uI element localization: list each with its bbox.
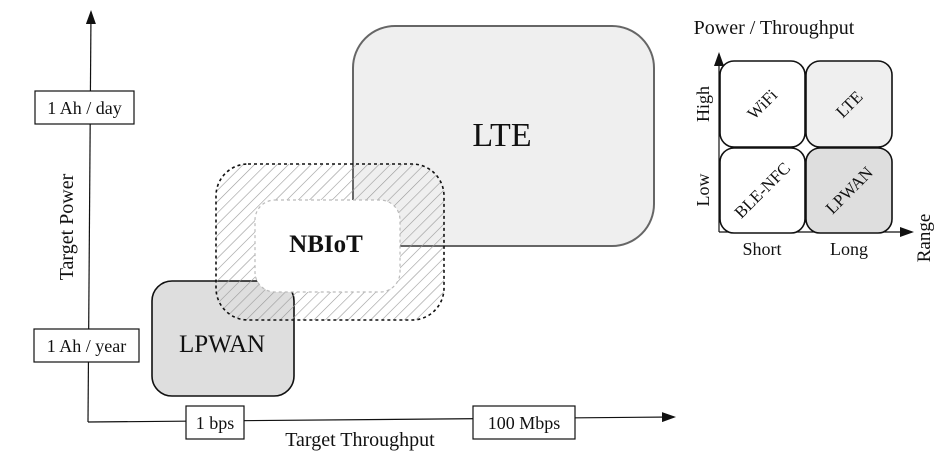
inset-x-tick-long: Long [830,239,868,259]
x-tick-low: 1 bps [185,405,245,440]
x-axis [87,412,676,423]
x-tick-high: 100 Mbps [472,405,576,440]
inset-cell-ble-nfc [719,147,806,234]
inset-y-tick-low: Low [693,174,713,207]
y-tick-low-box [33,328,140,363]
lpwan-label: LPWAN [179,331,265,358]
inset-x-axis-label: Range [914,214,935,263]
lte-label: LTE [472,117,531,154]
inset-matrix: Power / Throughput WiFi LTE BLE-NFC LPWA… [693,17,935,262]
x-axis-label: Target Throughput [285,429,435,451]
y-tick-high-label: 1 Ah / day [47,98,122,118]
inset-cell-lpwan [805,147,893,234]
inset-title: Power / Throughput [694,17,855,39]
inset-y-tick-high: High [693,86,713,122]
nbiot-label: NBIoT [289,231,363,258]
y-tick-high: 1 Ah / day [34,90,135,125]
inset-x-tick-short: Short [742,239,781,259]
y-tick-low-label: 1 Ah / year [47,336,126,356]
x-tick-low-box [185,405,245,440]
nbiot-inner-box [254,199,401,293]
y-tick-high-box [34,90,135,125]
nbiot-region [215,163,445,321]
x-tick-high-label: 100 Mbps [488,413,561,433]
y-axis-label: Target Power [56,173,78,280]
x-tick-high-box [472,405,576,440]
inset-cell-wifi [719,60,806,148]
x-tick-low-label: 1 bps [196,413,235,433]
y-tick-low: 1 Ah / year [33,328,140,363]
inset-cell-lte [805,60,893,148]
